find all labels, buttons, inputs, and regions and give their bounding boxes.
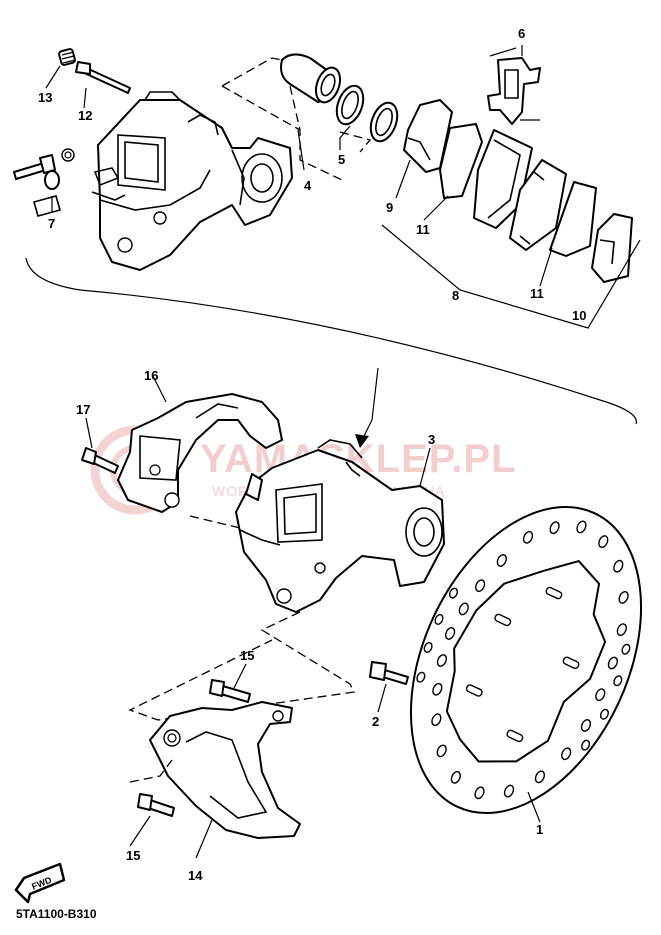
callout-14: 14 <box>188 868 203 883</box>
callout-15-b: 15 <box>126 848 140 863</box>
callout-1: 1 <box>536 822 543 837</box>
callout-3: 3 <box>428 432 435 447</box>
callout-17: 17 <box>76 402 90 417</box>
callout-11-b: 11 <box>530 286 544 301</box>
brake-disc-1 <box>409 505 643 815</box>
disc-bolt-2 <box>369 661 409 685</box>
callouts: 1 2 3 4 5 6 7 8 9 10 11 11 12 13 14 15 1… <box>38 26 586 883</box>
callout-7: 7 <box>48 216 55 231</box>
assembly-arrow-head <box>355 434 369 448</box>
callout-6: 6 <box>518 26 525 41</box>
callout-16: 16 <box>144 368 158 383</box>
callout-8: 8 <box>452 288 459 303</box>
callout-2: 2 <box>372 714 379 729</box>
callout-15-a: 15 <box>240 648 254 663</box>
callout-12: 12 <box>78 108 92 123</box>
fwd-arrow-badge: FWD <box>14 862 66 904</box>
assembly-bracket <box>25 257 637 425</box>
assembly-arrow <box>361 367 379 441</box>
diagram-code: 5TA1100-B310 <box>16 907 97 921</box>
caliper-bracket-16 <box>81 393 283 513</box>
callout-5: 5 <box>338 152 345 167</box>
callout-11-a: 11 <box>416 222 430 237</box>
callout-10: 10 <box>572 308 586 323</box>
leader-lines <box>45 65 553 859</box>
caliper-assembly-3 <box>189 439 445 613</box>
callout-4: 4 <box>304 178 312 193</box>
guard-outline <box>128 611 355 721</box>
callout-9: 9 <box>386 200 393 215</box>
caliper-guard-14 <box>129 679 301 839</box>
caliper-exploded <box>13 45 641 329</box>
callout-13: 13 <box>38 90 52 105</box>
